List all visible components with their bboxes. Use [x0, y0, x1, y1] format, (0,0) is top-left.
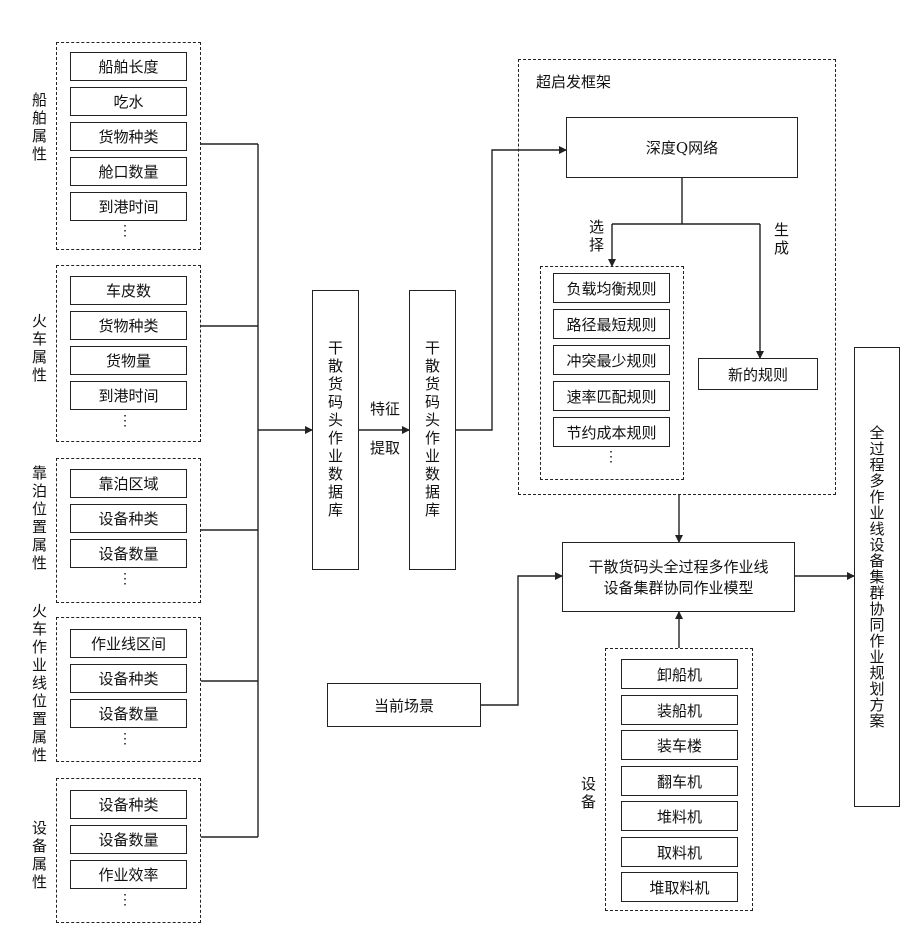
group-label-train: 火车属性: [29, 313, 49, 403]
rule-item: 路径最短规则: [553, 309, 670, 339]
operation-database-features: 干散货码头作业数据库: [409, 290, 456, 570]
current-scene: 当前场景: [327, 683, 481, 727]
ship-attr-item: 舱口数量: [70, 157, 187, 186]
rule-item: 冲突最少规则: [553, 345, 670, 375]
equipment-attr-item: 设备数量: [70, 825, 187, 854]
equipment-attr-item: 设备种类: [70, 790, 187, 819]
equipment-item: 取料机: [621, 837, 738, 867]
train-attr-item: 车皮数: [70, 276, 187, 305]
feature-extract-line1: 特征: [363, 398, 407, 419]
group-label-equipment: 设备属性: [29, 820, 49, 910]
group-label-berth: 靠泊位置属性: [29, 465, 49, 595]
ellipsis: ⋮: [601, 452, 621, 462]
group-label-train-line: 火车作业线位置属性: [29, 603, 49, 803]
group-label-ship: 船舶属性: [29, 92, 49, 182]
rule-item: 速率匹配规则: [553, 381, 670, 411]
ellipsis: ⋮: [115, 734, 135, 744]
equipment-item: 装车楼: [621, 730, 738, 760]
berth-attr-item: 设备种类: [70, 504, 187, 533]
equipment-label: 设备: [578, 776, 598, 826]
ellipsis: ⋮: [115, 416, 135, 426]
feature-extract-label: 特征 提取: [363, 398, 407, 458]
train-line-attr-item: 设备数量: [70, 699, 187, 728]
rule-item: 负载均衡规则: [553, 273, 670, 303]
train-attr-item: 到港时间: [70, 381, 187, 410]
generate-label: 生成: [771, 222, 791, 272]
ship-attr-item: 船舶长度: [70, 52, 187, 81]
equipment-item: 堆料机: [621, 801, 738, 831]
deep-q-network: 深度Q网络: [566, 117, 798, 178]
new-rule: 新的规则: [698, 358, 818, 390]
feature-extract-line2: 提取: [363, 437, 407, 458]
berth-attr-item: 设备数量: [70, 539, 187, 568]
rule-item: 节约成本规则: [553, 417, 670, 447]
equipment-item: 堆取料机: [621, 872, 738, 902]
equipment-item: 翻车机: [621, 766, 738, 796]
ship-attr-item: 到港时间: [70, 192, 187, 221]
berth-attr-item: 靠泊区域: [70, 469, 187, 498]
collaborative-plan-output: 全过程多作业线设备集群协同作业规划方案: [854, 347, 900, 807]
ship-attr-item: 货物种类: [70, 122, 187, 151]
ellipsis: ⋮: [115, 895, 135, 905]
train-line-attr-item: 作业线区间: [70, 629, 187, 658]
train-attr-item: 货物量: [70, 346, 187, 375]
equipment-item: 装船机: [621, 695, 738, 725]
train-attr-item: 货物种类: [70, 311, 187, 340]
equipment-item: 卸船机: [621, 659, 738, 689]
equipment-attr-item: 作业效率: [70, 860, 187, 889]
model-line1: 干散货码头全过程多作业线: [588, 556, 768, 577]
train-line-attr-item: 设备种类: [70, 664, 187, 693]
hyper-heuristic-label: 超启发框架: [536, 71, 611, 92]
model-line2: 设备集群协同作业模型: [603, 577, 753, 598]
select-label: 选择: [586, 219, 606, 269]
ship-attr-item: 吃水: [70, 87, 187, 116]
ellipsis: ⋮: [115, 226, 135, 236]
operation-database-raw: 干散货码头作业数据库: [312, 290, 359, 570]
collaborative-operation-model: 干散货码头全过程多作业线 设备集群协同作业模型: [562, 542, 795, 612]
ellipsis: ⋮: [115, 574, 135, 584]
